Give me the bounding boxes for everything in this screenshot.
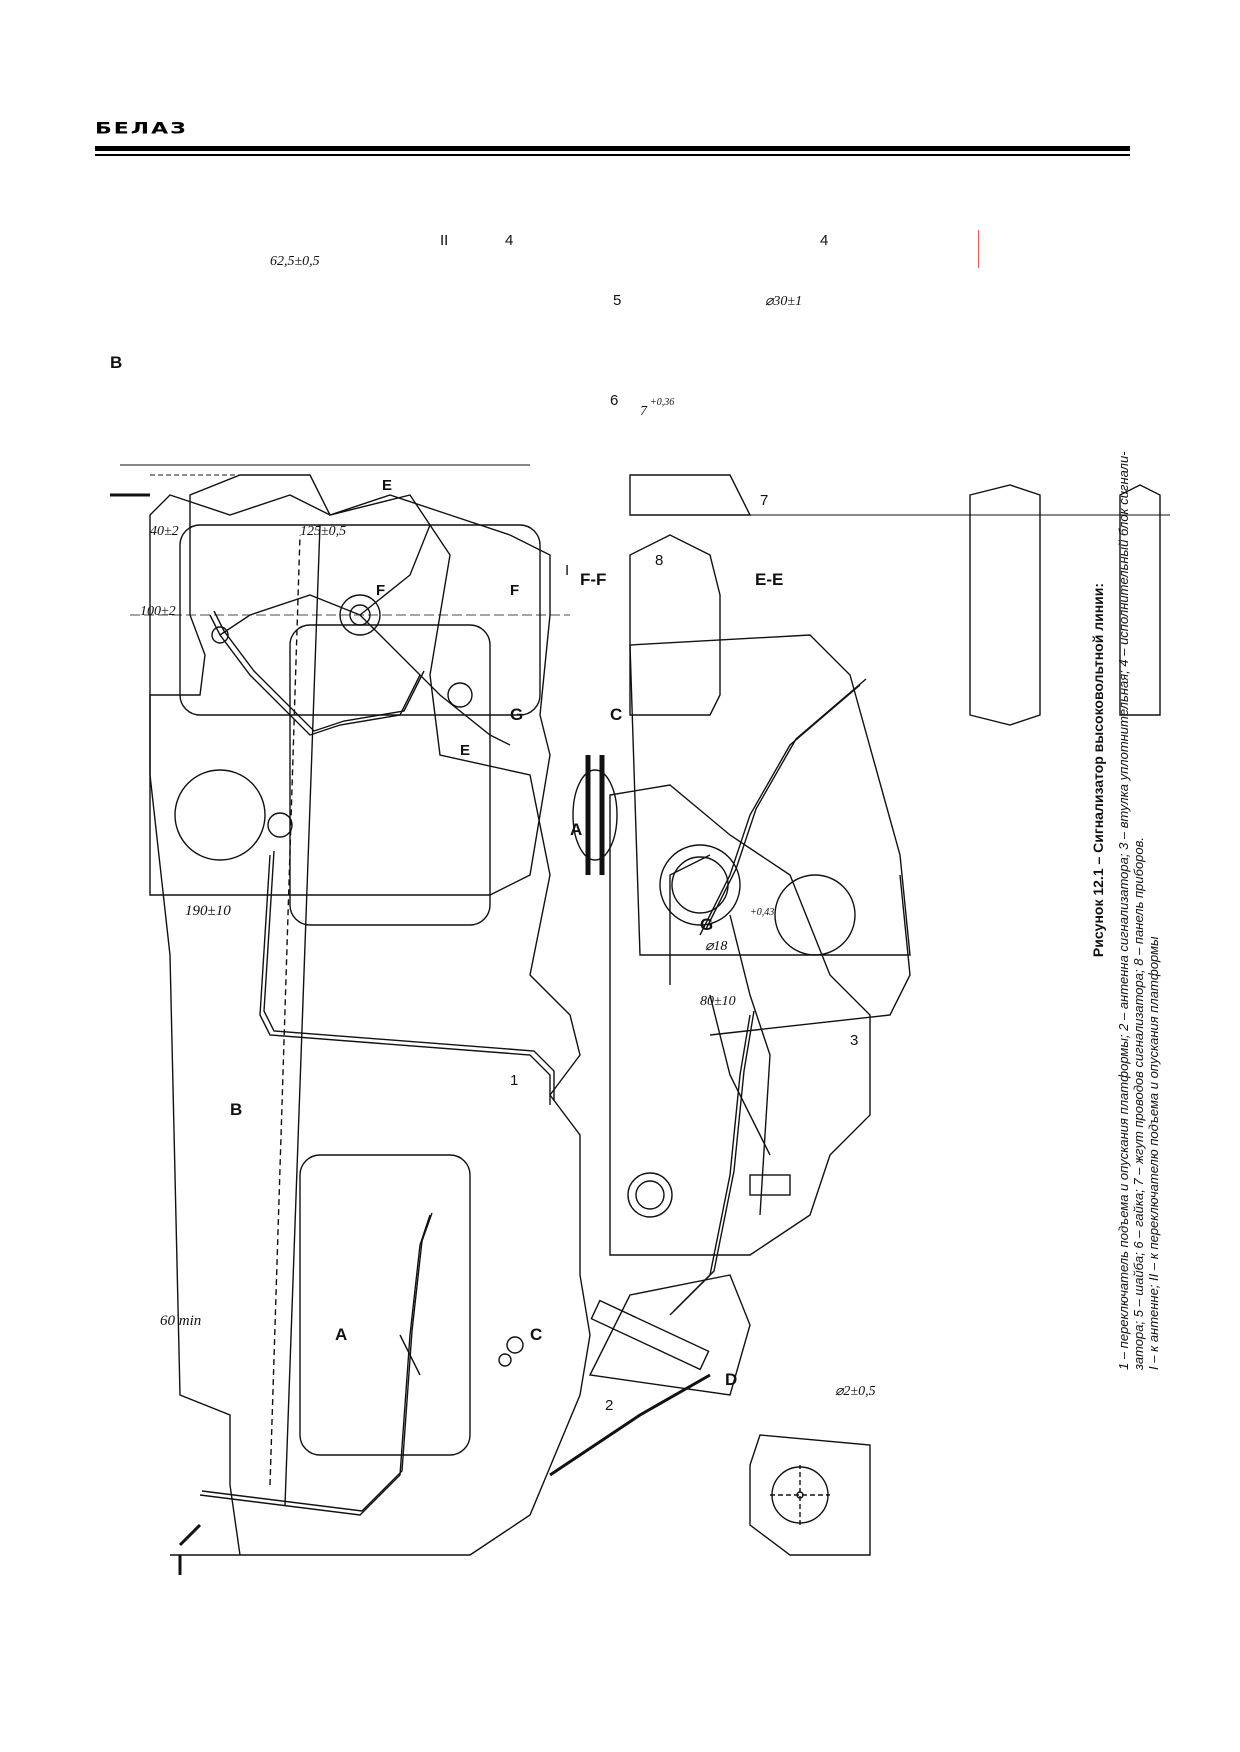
label-view-a: A <box>335 1325 347 1344</box>
view-a-detail <box>609 784 911 1256</box>
callout-3: 3 <box>850 1032 858 1049</box>
label-view-b-left: B <box>230 1100 242 1119</box>
dim-60-min: 60 min <box>160 1313 201 1329</box>
label-view-c: C <box>610 705 622 724</box>
figure-legend-line3: I – к антенне; II – к переключателю подъ… <box>1146 936 1161 1370</box>
label-view-d: D <box>725 1370 737 1389</box>
view-g-detail <box>572 755 618 875</box>
figure-legend-line2: затора; 5 – шайба; 6 – гайка; 7 – жгут п… <box>1131 836 1146 1370</box>
callout-5: 5 <box>613 292 621 309</box>
figure-title: Рисунок 12.1 – Сигнализатор высоковольтн… <box>1090 582 1106 958</box>
label-section-ff: F-F <box>580 570 606 589</box>
dim-40: 40±2 <box>150 524 179 539</box>
label-view-a-detail: A <box>570 820 582 839</box>
label-f-bottom: F <box>510 582 519 599</box>
dim-18-tol: +0,43 <box>750 907 774 918</box>
technical-drawing: A B C A D G C G B E F F E F-F E-E 1 2 3 … <box>110 232 1170 1575</box>
dim-2: ⌀2±0,5 <box>835 1384 876 1399</box>
dim-190: 190±10 <box>185 903 231 919</box>
dim-62: 62,5±0,5 <box>270 254 320 269</box>
header-rule <box>95 146 1130 151</box>
sections-ef <box>629 474 1170 726</box>
label-view-b: B <box>110 353 122 372</box>
label-e-bottom: E <box>460 742 470 759</box>
dim-30: ⌀30±1 <box>765 294 802 309</box>
dim-18: ⌀18 <box>705 939 727 954</box>
belaz-logo: БЕЛАЗ <box>95 120 188 138</box>
margin-mark <box>978 230 979 268</box>
dim-100: 100±2 <box>140 604 176 619</box>
label-view-g: G <box>510 705 523 724</box>
page-header: БЕЛАЗ <box>95 112 1135 160</box>
header-rule-thin <box>95 154 1130 156</box>
callout-7: 7 <box>760 492 768 509</box>
dim-125: 125±0,5 <box>300 524 346 539</box>
dim-7: 7 <box>640 404 648 419</box>
callout-6: 6 <box>610 392 618 409</box>
callout-8: 8 <box>655 552 663 569</box>
label-f-top: F <box>376 582 385 599</box>
label-g-callout: G <box>700 915 713 934</box>
label-section-ee: E-E <box>755 570 783 589</box>
dim-80: 80±10 <box>700 994 736 1009</box>
label-view-c-left: C <box>530 1325 542 1344</box>
figure-caption: Рисунок 12.1 – Сигнализатор высоковольтн… <box>1090 170 1161 1370</box>
callout-4-top: 4 <box>505 232 513 249</box>
view-b-block <box>130 464 570 896</box>
callout-2: 2 <box>605 1397 613 1414</box>
dim-7-tol: +0,36 <box>650 397 674 408</box>
callout-4-ee: 4 <box>820 232 828 249</box>
view-d-detail <box>749 1434 871 1556</box>
callout-ref-i: I <box>565 562 569 579</box>
callout-1: 1 <box>510 1072 518 1089</box>
callout-ref-ii: II <box>440 232 448 249</box>
antenna-bracket <box>549 1010 755 1477</box>
figure-legend-line1: 1 – переключатель подъема и опускания пл… <box>1116 451 1131 1370</box>
label-e-top: E <box>382 477 392 494</box>
cab-view <box>110 464 591 1575</box>
